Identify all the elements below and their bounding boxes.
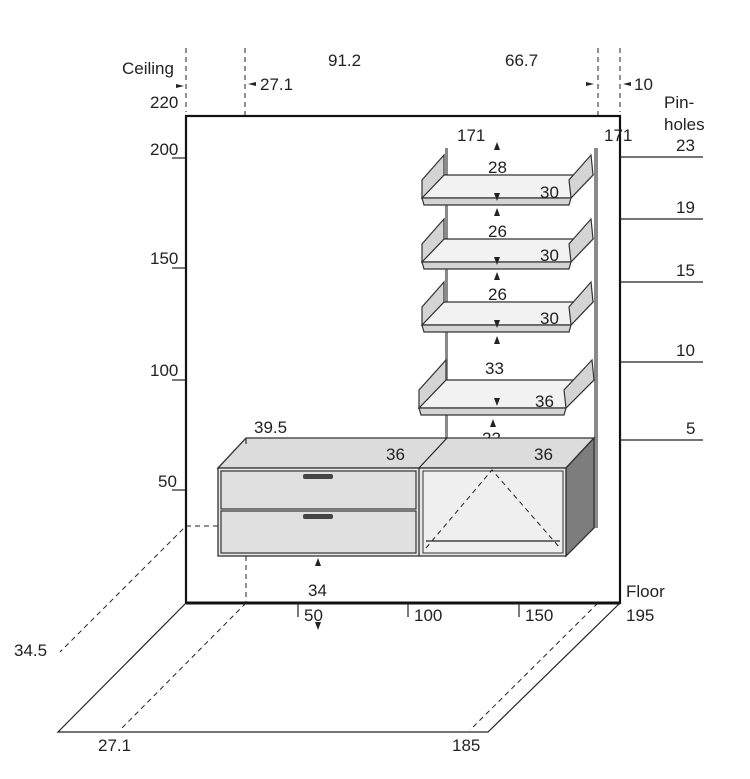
gap-arrow-up-4	[490, 419, 496, 427]
right-offset-label: 10	[634, 75, 653, 94]
right-offset-arrow-icon	[623, 82, 631, 86]
lowboard-height-label: 34	[308, 581, 327, 600]
wall-tick-150: 150	[150, 249, 178, 268]
pole-height-right-label: 171	[604, 126, 632, 145]
wall-shelf-2	[420, 217, 595, 270]
floor-arrow-icon	[315, 622, 321, 630]
top-width-left-label: 91.2	[328, 51, 361, 70]
floor-right-label: 195	[626, 606, 654, 625]
pin-hole-19: 19	[676, 198, 695, 217]
wall-shelf-1	[420, 153, 595, 206]
floor-left-label: 27.1	[98, 736, 131, 755]
pin-hole-15: 15	[676, 261, 695, 280]
left-pole	[445, 148, 448, 440]
left-offset-label: 27.1	[260, 75, 293, 94]
shelf-gap-28: 28	[488, 158, 507, 177]
ceiling-label: Ceiling	[122, 59, 174, 78]
gap-arrow-down-2	[494, 257, 500, 265]
floor-plane	[56, 602, 621, 733]
gap-arrow-up-1	[494, 208, 500, 216]
lowboard-height-arrow-icon	[315, 558, 321, 566]
floor-right-dashline	[469, 602, 599, 731]
floor-tick-100: 100	[414, 606, 442, 625]
gap-arrow-down-4	[494, 398, 500, 406]
shelf-gap-26-a: 26	[488, 222, 507, 241]
pin-hole-10: 10	[676, 341, 695, 360]
ceiling-arrow-icon	[176, 84, 184, 88]
wall-shelf-4	[417, 358, 596, 416]
shelf-depth-36: 36	[535, 392, 554, 411]
shelf-gap-26-b: 26	[488, 285, 507, 304]
shelf-depth-30-c: 30	[540, 309, 559, 328]
floor-tick-150: 150	[525, 606, 553, 625]
top-width-right-label: 66.7	[505, 51, 538, 70]
ceiling-height-label: 220	[150, 93, 178, 112]
right-offset-arrow-left-icon	[586, 82, 594, 86]
left-offset-arrow-icon	[248, 82, 256, 86]
pole-height-left-label: 171	[457, 126, 485, 145]
pin-holes-label-2: holes	[664, 115, 705, 134]
lowboard-width-label: 39.5	[254, 418, 287, 437]
right-pole	[594, 148, 598, 528]
pin-holes-label-1: Pin-	[664, 93, 694, 112]
floor-tick-50: 50	[304, 606, 323, 625]
lowboard-depth-left-label: 36	[386, 445, 405, 464]
floor-label: Floor	[626, 582, 665, 601]
wall-tick-100: 100	[150, 361, 178, 380]
pin-hole-5: 5	[686, 419, 695, 438]
gap-arrow-down-1	[494, 193, 500, 201]
floor-bottom-right-label: 185	[452, 736, 480, 755]
wall-shelf-3	[420, 280, 595, 333]
lowboard	[216, 436, 596, 558]
depth-dashline	[59, 525, 218, 653]
pin-hole-23: 23	[676, 136, 695, 155]
floor-left-dashline	[119, 602, 247, 731]
wall-tick-200: 200	[150, 140, 178, 159]
depth-label: 34.5	[14, 641, 47, 660]
lowboard-depth-right-label: 36	[534, 445, 553, 464]
wall-tick-50: 50	[158, 472, 177, 491]
pole-left-arrow-icon	[494, 142, 500, 150]
gap-arrow-up-3	[494, 336, 500, 344]
gap-arrow-down-3	[494, 320, 500, 328]
shelf-gap-33: 33	[485, 359, 504, 378]
shelf-depth-30-b: 30	[540, 246, 559, 265]
shelf-depth-30-a: 30	[540, 183, 559, 202]
gap-arrow-up-2	[494, 272, 500, 280]
